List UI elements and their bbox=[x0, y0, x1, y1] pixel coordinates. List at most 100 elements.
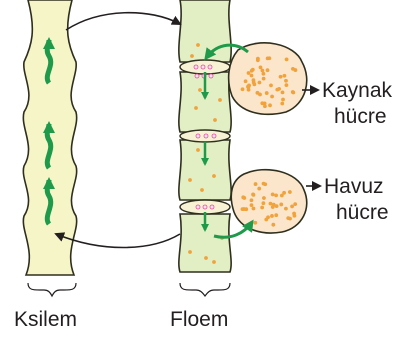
sugar-dot bbox=[195, 74, 199, 78]
sugar-dot bbox=[284, 207, 288, 211]
sugar-dot bbox=[194, 106, 198, 110]
sugar-dot bbox=[209, 74, 213, 78]
sugar-dot bbox=[213, 118, 217, 122]
sugar-dot bbox=[261, 201, 265, 205]
havuz-label-line2: hücre bbox=[336, 201, 389, 224]
sugar-dot bbox=[284, 79, 288, 83]
sugar-dot bbox=[250, 198, 254, 202]
sugar-dot bbox=[247, 84, 251, 88]
kaynak-label-line2: hücre bbox=[334, 105, 387, 128]
sugar-dot bbox=[254, 182, 258, 186]
sugar-dot bbox=[260, 69, 264, 73]
sugar-dot bbox=[203, 205, 207, 209]
source-cell bbox=[229, 43, 307, 114]
sugar-dot bbox=[265, 91, 269, 95]
sugar-dot bbox=[280, 102, 284, 106]
sugar-dot bbox=[281, 90, 285, 94]
sugar-dot bbox=[291, 91, 295, 95]
sugar-dot bbox=[271, 193, 275, 197]
ksilem-label: Ksilem bbox=[14, 308, 77, 331]
sugar-dot bbox=[210, 205, 214, 209]
sugar-dot bbox=[194, 65, 198, 69]
sugar-dot bbox=[200, 188, 204, 192]
sugar-dot bbox=[285, 57, 289, 61]
sugar-dot bbox=[204, 134, 208, 138]
sugar-dot bbox=[188, 178, 192, 182]
sugar-dot bbox=[259, 65, 263, 69]
sugar-dot bbox=[262, 196, 266, 200]
sugar-dot bbox=[198, 88, 202, 92]
sugar-dot bbox=[285, 83, 289, 87]
sugar-dot bbox=[256, 57, 260, 61]
sugar-dot bbox=[269, 202, 273, 206]
floem-brace bbox=[180, 283, 230, 296]
sugar-dot bbox=[251, 193, 255, 197]
sugar-dot bbox=[292, 212, 296, 216]
sugar-dot bbox=[288, 190, 292, 194]
xylem-to-phloem-arrow-icon bbox=[66, 13, 180, 30]
kaynak-label-line1: Kaynak bbox=[322, 79, 393, 102]
sugar-dot bbox=[266, 215, 270, 219]
sugar-dot bbox=[196, 205, 200, 209]
floem-label: Floem bbox=[170, 308, 228, 331]
sugar-dot bbox=[252, 207, 256, 211]
sugar-dot bbox=[244, 207, 248, 211]
sugar-dot bbox=[269, 84, 273, 88]
phloem-cell-1 bbox=[179, 0, 231, 62]
sugar-dot bbox=[279, 75, 283, 79]
sugar-dot bbox=[241, 87, 245, 91]
sugar-dot bbox=[262, 77, 266, 81]
sugar-dot bbox=[250, 74, 254, 78]
sugar-dot bbox=[288, 217, 292, 221]
sugar-dot bbox=[257, 187, 261, 191]
sugar-dot bbox=[196, 148, 200, 152]
sugar-dot bbox=[190, 54, 194, 58]
sugar-dot bbox=[260, 206, 264, 210]
sugar-dot bbox=[196, 43, 200, 47]
sugar-dot bbox=[275, 204, 279, 208]
sugar-dot bbox=[290, 205, 294, 209]
sugar-dot bbox=[270, 214, 274, 218]
sugar-dot bbox=[241, 195, 245, 199]
sugar-dot bbox=[258, 93, 262, 97]
sugar-dot bbox=[204, 256, 208, 260]
sugar-dot bbox=[218, 98, 222, 102]
sugar-dot bbox=[251, 68, 255, 72]
sugar-dot bbox=[212, 260, 216, 264]
sugar-dot bbox=[208, 65, 212, 69]
sugar-dot bbox=[247, 71, 251, 75]
sugar-dot bbox=[263, 104, 267, 108]
sugar-dot bbox=[275, 88, 279, 92]
sugar-dot bbox=[274, 193, 278, 197]
sugar-dot bbox=[266, 68, 270, 72]
sugar-dot bbox=[241, 207, 245, 211]
sugar-dot bbox=[283, 74, 287, 78]
sugar-dot bbox=[201, 65, 205, 69]
sugar-dot bbox=[244, 79, 248, 83]
sugar-dot bbox=[196, 134, 200, 138]
sugar-dot bbox=[188, 250, 192, 254]
sugar-dot bbox=[212, 174, 216, 178]
ksilem-brace bbox=[28, 283, 76, 296]
sugar-dot bbox=[262, 72, 266, 76]
sugar-dot bbox=[281, 98, 285, 102]
sugar-dot bbox=[274, 213, 278, 217]
sink-cell bbox=[231, 170, 307, 233]
sugar-dot bbox=[271, 223, 275, 227]
sugar-dot bbox=[263, 182, 267, 186]
sugar-dot bbox=[252, 81, 256, 85]
sugar-dot bbox=[253, 221, 257, 225]
sugar-dot bbox=[282, 191, 286, 195]
sugar-dot bbox=[268, 103, 272, 107]
sugar-dot bbox=[212, 134, 216, 138]
sugar-dot bbox=[266, 56, 270, 60]
sugar-dot bbox=[270, 95, 274, 99]
havuz-label-line1: Havuz bbox=[324, 175, 384, 198]
sugar-dot bbox=[279, 203, 283, 207]
sugar-dot bbox=[250, 203, 254, 207]
sugar-dot bbox=[293, 202, 297, 206]
sugar-dot bbox=[291, 67, 295, 71]
sugar-dot bbox=[258, 81, 262, 85]
